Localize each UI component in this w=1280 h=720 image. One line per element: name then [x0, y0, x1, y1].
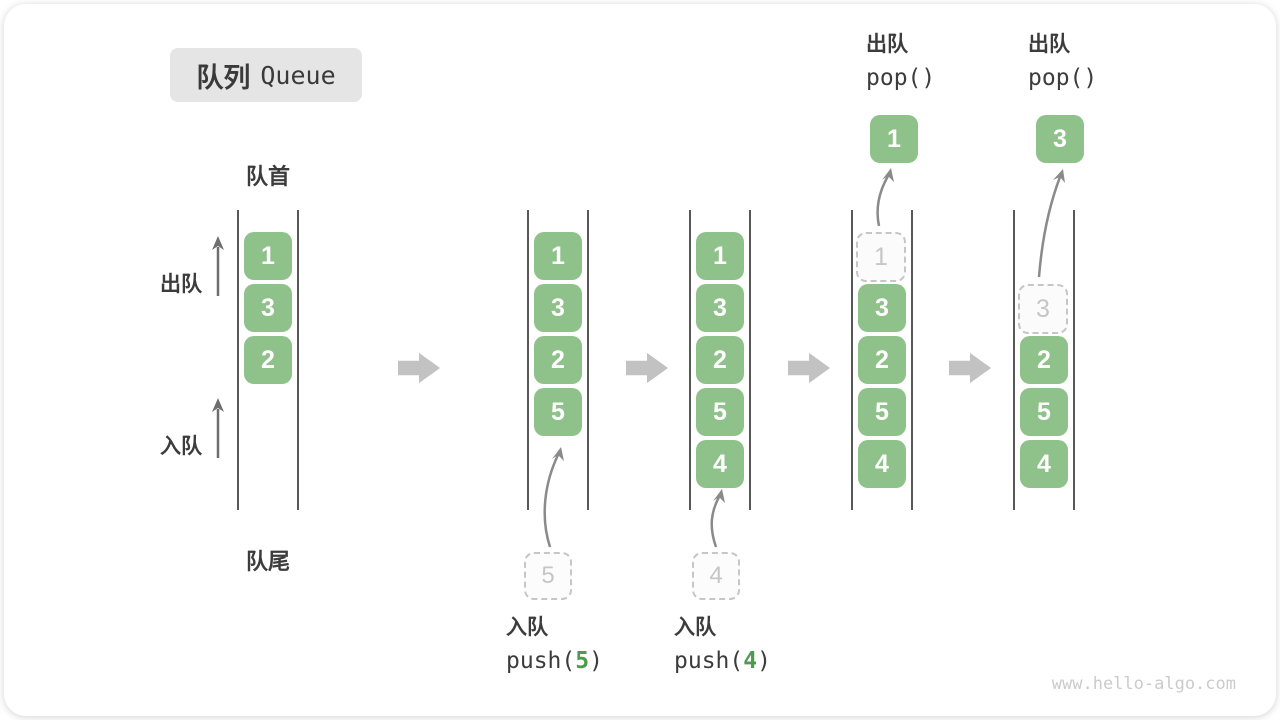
title-en: Queue — [260, 60, 336, 90]
queue-rear-label: 队尾 — [246, 549, 291, 574]
queue-block: 4 — [858, 440, 906, 488]
push-annotation-state2: 入队 push(5) — [506, 617, 603, 673]
push-label: 入队 — [674, 616, 716, 639]
state-transition-arrow-icon — [626, 352, 668, 384]
queue-block: 3 — [244, 284, 292, 332]
queue-block: 5 — [1020, 388, 1068, 436]
queue-state-5: 3 2 5 4 — [1013, 210, 1075, 510]
queue-block: 4 — [1020, 440, 1068, 488]
queue-block: 5 — [858, 388, 906, 436]
queue-block: 2 — [1020, 336, 1068, 384]
queue-state-4: 1 3 2 5 4 — [851, 210, 913, 510]
title-zh: 队列 — [196, 62, 251, 93]
push-code: push(4) — [674, 650, 771, 673]
queue-block: 3 — [534, 284, 582, 332]
queue-block: 1 — [244, 232, 292, 280]
dequeue-up-arrow-icon — [212, 236, 224, 296]
push-code: push(5) — [506, 650, 603, 673]
state-transition-arrow-icon — [949, 352, 991, 384]
dequeue-side-label: 出队 — [160, 273, 202, 296]
queue-block: 1 — [696, 232, 744, 280]
queue-state-3: 1 3 2 5 4 — [689, 210, 751, 510]
incoming-element-box: 4 — [692, 552, 740, 600]
enqueue-side-label: 入队 — [160, 435, 202, 458]
queue-block: 5 — [696, 388, 744, 436]
state-transition-arrow-icon — [398, 352, 440, 384]
removed-element-box: 1 — [856, 232, 906, 282]
code-open: push( — [674, 648, 744, 674]
code-arg: 5 — [575, 648, 590, 674]
arrow-overlay — [212, 168, 1065, 548]
code-close: ) — [589, 648, 603, 674]
title-badge: 队列 Queue — [170, 48, 362, 102]
queue-block: 1 — [534, 232, 582, 280]
pop-label: 出队 — [1028, 33, 1070, 56]
queue-block: 3 — [696, 284, 744, 332]
pop-annotation-state5: 出队 pop() — [1028, 34, 1097, 90]
pop-label: 出队 — [866, 33, 908, 56]
queue-block: 4 — [696, 440, 744, 488]
code-close: ) — [757, 648, 771, 674]
pop-code: pop() — [1028, 65, 1098, 91]
queue-block: 2 — [858, 336, 906, 384]
queue-front-label: 队首 — [246, 164, 291, 189]
incoming-element-box: 5 — [524, 552, 572, 600]
queue-state-2: 1 3 2 5 — [527, 210, 589, 510]
queue-block: 2 — [244, 336, 292, 384]
pop-annotation-state4: 出队 pop() — [866, 34, 935, 90]
popped-element-block: 1 — [870, 115, 918, 163]
queue-block: 5 — [534, 388, 582, 436]
push-label: 入队 — [506, 616, 548, 639]
removed-element-box: 3 — [1018, 284, 1068, 334]
popped-element-block: 3 — [1036, 115, 1084, 163]
watermark: www.hello-algo.com — [1051, 674, 1236, 694]
enqueue-up-arrow-icon — [212, 398, 224, 458]
state-transition-arrow-icon — [788, 352, 830, 384]
queue-state-1: 1 3 2 — [237, 210, 299, 510]
code-arg: 4 — [743, 648, 758, 674]
code-open: push( — [506, 648, 576, 674]
queue-block: 3 — [858, 284, 906, 332]
queue-block: 2 — [534, 336, 582, 384]
queue-block: 2 — [696, 336, 744, 384]
figure-canvas: 队列 Queue 队首 队尾 出队 入队 1 3 2 1 3 2 5 5 入队 … — [4, 4, 1276, 716]
pop-code: pop() — [866, 65, 936, 91]
push-annotation-state3: 入队 push(4) — [674, 617, 771, 673]
